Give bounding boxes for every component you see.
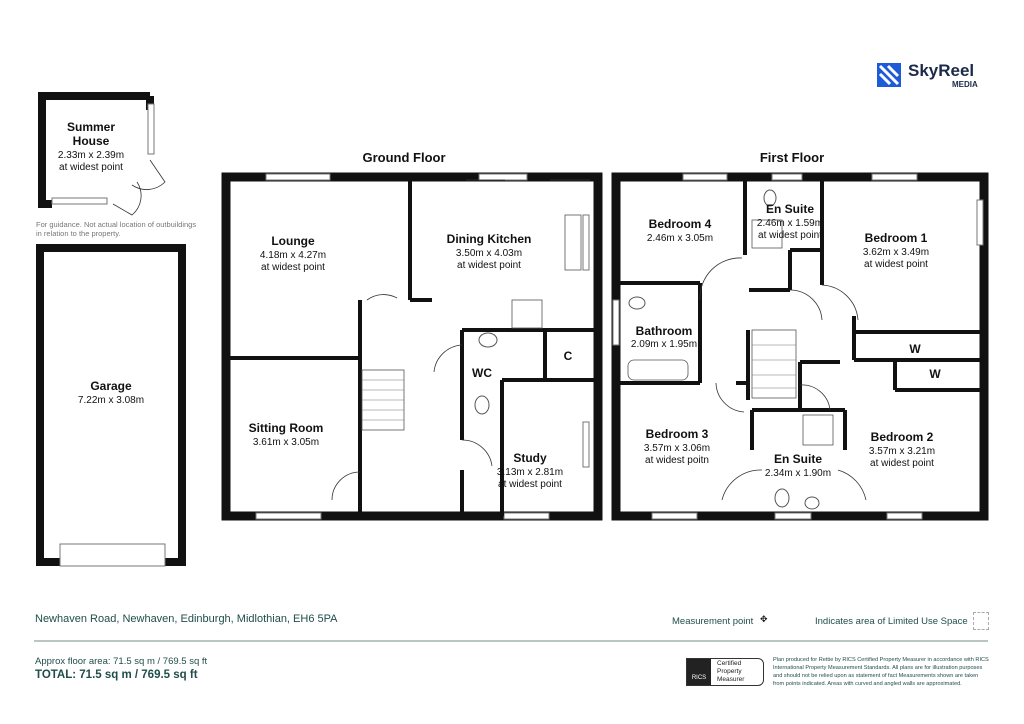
- room-name: Bathroom: [636, 324, 693, 338]
- room-name: Lounge: [271, 234, 315, 248]
- room-name: WC: [472, 366, 492, 380]
- total-area: TOTAL: 71.5 sq m / 769.5 sq ft: [35, 669, 198, 681]
- room-note: at widest point: [870, 458, 934, 469]
- room-name: Bedroom 4: [649, 217, 712, 231]
- room-name: Dining Kitchen: [447, 232, 532, 246]
- first-floor-title: First Floor: [760, 150, 824, 165]
- room-dims: 4.18m x 4.27m: [260, 250, 326, 261]
- room-name: House: [73, 134, 110, 148]
- summer-house: Summer House 2.33m x 2.39m at widest poi…: [38, 92, 166, 216]
- room-dims: 2.33m x 2.39m: [58, 150, 124, 161]
- room-name: Study: [513, 451, 547, 465]
- room-dims: 3.57m x 3.06m: [644, 443, 710, 454]
- room-note: at widest point: [758, 230, 822, 241]
- room-name: En Suite: [774, 452, 822, 466]
- footer-divider: [34, 640, 988, 642]
- room-name: W: [929, 367, 941, 381]
- room-dims: 3.57m x 3.21m: [869, 446, 935, 457]
- logo-mark-icon: [877, 63, 901, 87]
- property-address: Newhaven Road, Newhaven, Edinburgh, Midl…: [35, 613, 338, 625]
- limited-use-icon: [973, 612, 989, 630]
- garage: Garage 7.22m x 3.08m: [36, 244, 186, 567]
- room-note: at widest poitn: [645, 455, 709, 466]
- room-note: at widest point: [261, 262, 325, 273]
- room-name: C: [564, 349, 573, 363]
- room-note: at widest point: [457, 260, 521, 271]
- ground-floor-title: Ground Floor: [362, 150, 445, 165]
- room-dims: 2.09m x 1.95m: [631, 339, 697, 350]
- room-name: Garage: [90, 379, 132, 393]
- room-dims: 3.50m x 4.03m: [456, 248, 522, 259]
- room-dims: 3.13m x 2.81m: [497, 467, 563, 478]
- room-name: W: [909, 342, 921, 356]
- ground-floor-plan: [221, 172, 603, 521]
- room-dims: 2.46m x 1.59m: [757, 218, 823, 229]
- outbuilding-guidance-2: in relation to the property.: [36, 229, 121, 238]
- room-name: Bedroom 2: [871, 430, 934, 444]
- room-name: En Suite: [766, 202, 814, 216]
- rics-logo: RICS: [687, 659, 711, 685]
- logo-name: SkyReel: [908, 61, 975, 80]
- room-dims: 2.46m x 3.05m: [647, 233, 713, 244]
- logo-sub: MEDIA: [952, 80, 978, 89]
- room-name: Summer: [67, 120, 115, 134]
- room-name: Bedroom 3: [646, 427, 709, 441]
- room-name: Bedroom 1: [865, 231, 928, 245]
- logo: SkyReel MEDIA: [876, 61, 986, 90]
- room-note: at widest point: [498, 479, 562, 490]
- floor-plan: Summer House 2.33m x 2.39m at widest poi…: [36, 92, 989, 567]
- limited-use-label: Indicates area of Limited Use Space: [815, 616, 968, 627]
- outbuilding-guidance: For guidance. Not actual location of out…: [36, 220, 196, 229]
- room-dims: 3.61m x 3.05m: [253, 437, 319, 448]
- room-note: at widest point: [59, 162, 123, 173]
- measurement-point-icon: ✥: [760, 614, 768, 624]
- room-dims: 7.22m x 3.08m: [78, 395, 144, 406]
- room-dims: 2.34m x 1.90m: [765, 468, 831, 479]
- room-name: Sitting Room: [249, 421, 324, 435]
- rics-badge: RICS Certified Property Measurer: [686, 658, 764, 686]
- room-dims: 3.62m x 3.49m: [863, 247, 929, 258]
- disclaimer: Plan produced for Rettie by RICS Certifi…: [773, 657, 989, 687]
- room-note: at widest point: [864, 259, 928, 270]
- first-floor-plan: [611, 172, 989, 521]
- measurement-point-label: Measurement point: [672, 616, 754, 627]
- approx-floor-area: Approx floor area: 71.5 sq m / 769.5 sq …: [35, 656, 208, 667]
